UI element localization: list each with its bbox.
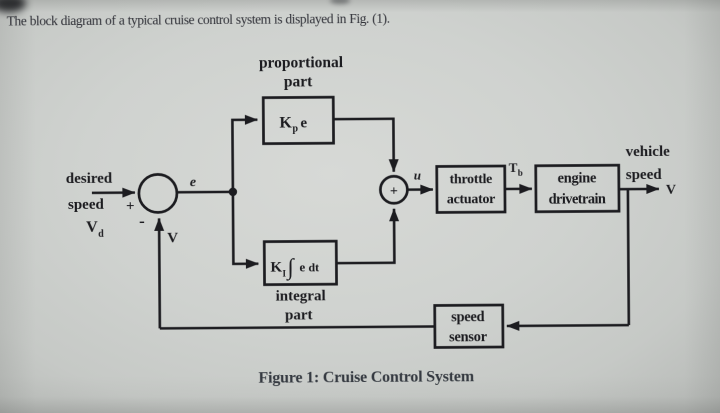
control-u-label: u [414, 168, 421, 183]
sensor-block-line1: speed [451, 309, 484, 325]
ki-gain-subscript: I [282, 269, 286, 279]
kp-arg: e [300, 115, 307, 131]
sensor-block-line2: sensor [449, 329, 488, 345]
kp-gain-subscript: p [292, 123, 298, 134]
integral-label-line1: integral [276, 288, 326, 304]
ki-arg-dt: dt [308, 260, 319, 274]
ki-integral-sign: ∫ [285, 254, 295, 281]
figure-caption: Figure 1: Cruise Control System [258, 368, 474, 387]
desired-speed-label-line1: desired [66, 171, 113, 187]
wire-sensor-to-left [159, 325, 435, 330]
wire-feedback-up-to-sum1 [154, 217, 165, 329]
torque-subscript: b [518, 168, 523, 178]
kp-block [261, 95, 335, 146]
integral-label-line2: part [285, 307, 313, 323]
vd-subscript: d [98, 229, 104, 240]
throttle-block-line1: throttle [450, 172, 493, 187]
kp-gain: K [279, 114, 292, 131]
summing-junction-1 [137, 173, 179, 214]
photo-corner-shadow [0, 0, 26, 12]
ki-gain: K [270, 260, 282, 276]
vd-symbol: V [86, 219, 98, 236]
throttle-actuator-block [435, 164, 507, 214]
proportional-label-line2: part [284, 73, 313, 90]
output-v-label: V [666, 183, 676, 198]
speed-sensor-block [433, 303, 505, 349]
ki-arg-e: e [299, 259, 305, 274]
sum1-plus-sign: + [126, 199, 135, 215]
wire-branch-to-kp [231, 114, 258, 192]
desired-speed-label-line2: speed [68, 197, 105, 213]
engine-block-line2: drivetrain [548, 191, 605, 207]
throttle-block-line2: actuator [447, 192, 495, 207]
sum1-minus-sign: - [139, 212, 145, 231]
wire-output-branch-down [626, 189, 631, 326]
feedback-v-label: V [167, 230, 178, 246]
engine-block-line1: engine [558, 170, 597, 186]
engine-drivetrain-block [534, 163, 621, 214]
ki-block [262, 239, 338, 287]
vehicle-speed-label-line1: vehicle [626, 144, 671, 160]
proportional-label-line1: proportional [259, 54, 344, 72]
sum2-plus-sign: + [390, 184, 398, 199]
error-signal-label: e [190, 175, 196, 190]
wire-feedback-to-sensor [506, 320, 629, 331]
branch-dot-error [228, 187, 238, 197]
vehicle-speed-label-line2: speed [626, 167, 663, 183]
wire-ki-to-sum2 [336, 208, 400, 265]
wire-branch-to-ki [231, 191, 259, 269]
summing-junction-2 [379, 174, 409, 205]
wire-kp-to-sum2 [333, 117, 399, 173]
photo-smudge [330, 0, 350, 4]
torque-symbol: T [509, 160, 518, 175]
